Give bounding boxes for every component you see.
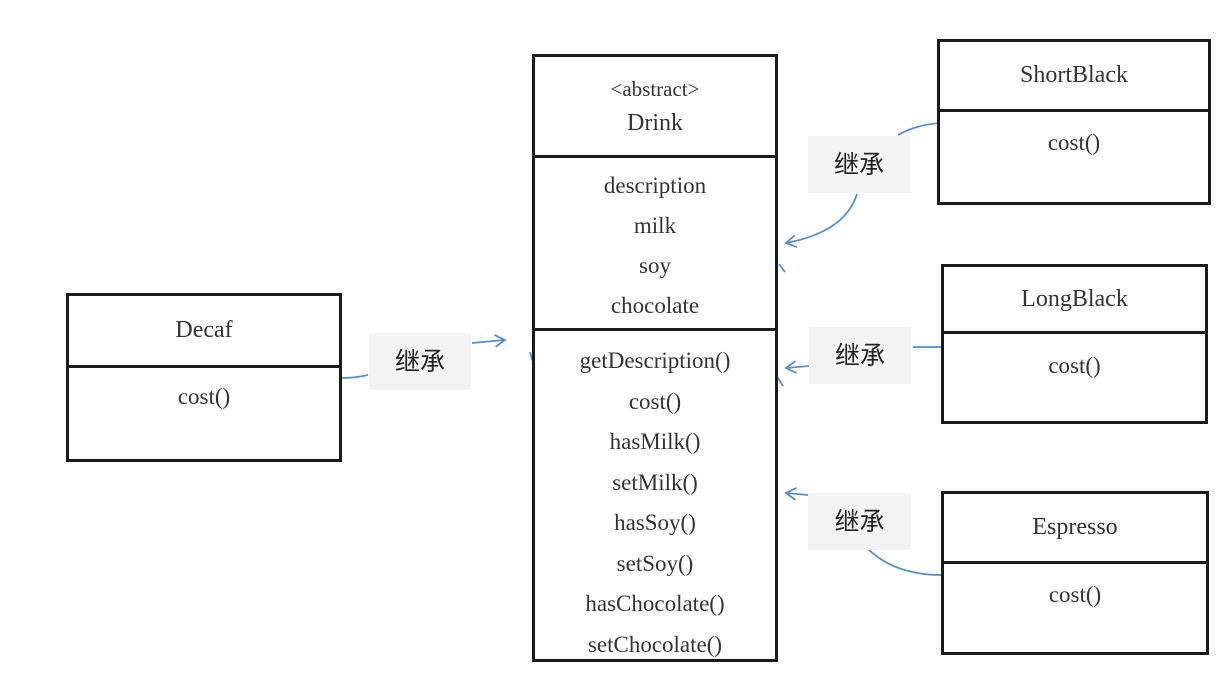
decaf-inherit-arrow — [471, 334, 507, 348]
drink-attribute: description — [603, 173, 707, 198]
espresso-class: Espresso cost() — [941, 491, 1209, 655]
drink-method: getDescription() — [579, 348, 731, 373]
drink-method: setSoy() — [616, 550, 694, 576]
drink-attributes-divider — [535, 328, 775, 331]
drink-method: setChocolate() — [587, 631, 723, 657]
decaf-divider — [69, 365, 339, 368]
decaf-inherit-line — [341, 374, 369, 379]
drink-class: <abstract> Drink description milk soy ch… — [532, 54, 778, 662]
decaf-name: Decaf — [175, 317, 233, 343]
long-black-inherit-tick — [777, 377, 784, 387]
drink-method: hasChocolate() — [585, 591, 725, 616]
decaf-inherit-label: 继承 — [369, 333, 471, 390]
short-black-divider — [940, 109, 1208, 112]
long-black-method: cost() — [1048, 353, 1101, 378]
long-black-header: LongBlack — [944, 267, 1205, 331]
espresso-inherit-label: 继承 — [808, 493, 911, 550]
drink-method: setMilk() — [612, 469, 698, 495]
drink-method: cost() — [628, 388, 682, 414]
decaf-method: cost() — [177, 384, 231, 409]
long-black-class: LongBlack cost() — [941, 264, 1208, 424]
short-black-inherit-arrow — [784, 193, 858, 248]
short-black-class: ShortBlack cost() — [937, 39, 1211, 205]
drink-header: <abstract> Drink — [535, 75, 775, 143]
decaf-header: Decaf — [69, 296, 339, 365]
short-black-inherit-line-top — [897, 122, 941, 136]
drink-attribute: chocolate — [610, 293, 700, 318]
espresso-header: Espresso — [944, 494, 1206, 561]
drink-header-divider — [535, 155, 775, 158]
espresso-name: Espresso — [1032, 514, 1118, 540]
drink-name: Drink — [627, 110, 683, 136]
short-black-inherit-label: 继承 — [808, 136, 910, 193]
drink-method: hasMilk() — [609, 429, 701, 454]
long-black-name: LongBlack — [1021, 286, 1128, 312]
espresso-inherit-line — [867, 548, 943, 576]
espresso-divider — [944, 561, 1206, 564]
drink-methods: getDescription() cost() hasMilk() setMil… — [535, 341, 775, 665]
long-black-inherit-arrow — [784, 360, 810, 374]
espresso-inherit-arrow — [784, 487, 809, 501]
short-black-method: cost() — [1047, 130, 1101, 155]
espresso-method: cost() — [1048, 582, 1102, 607]
drink-method: hasSoy() — [614, 510, 696, 535]
drink-stereotype: <abstract> — [610, 77, 700, 101]
short-black-name: ShortBlack — [1020, 62, 1128, 88]
decaf-class: Decaf cost() — [66, 293, 342, 462]
long-black-divider — [944, 331, 1205, 334]
drink-attribute: milk — [633, 213, 677, 238]
short-black-header: ShortBlack — [940, 42, 1208, 109]
decaf-methods: cost() — [69, 382, 339, 412]
short-black-inherit-tick — [778, 263, 786, 273]
long-black-methods: cost() — [944, 351, 1205, 381]
drink-attributes: description milk soy chocolate — [535, 166, 775, 326]
long-black-inherit-label: 继承 — [809, 327, 911, 384]
espresso-methods: cost() — [944, 580, 1206, 610]
drink-attribute: soy — [639, 253, 671, 278]
short-black-methods: cost() — [940, 128, 1208, 158]
